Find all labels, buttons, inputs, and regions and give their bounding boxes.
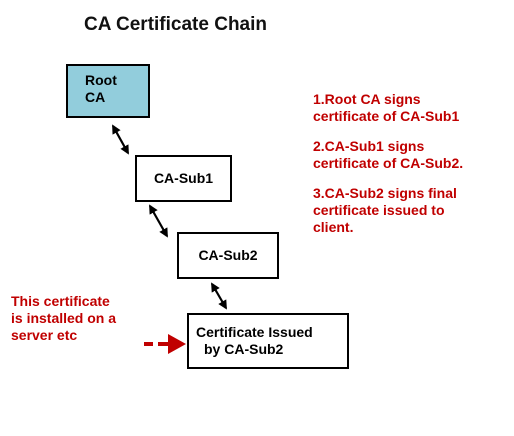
installation-note: This certificate is installed on a serve… [11, 293, 116, 344]
issued-certificate-node: Certificate Issued by CA-Sub2 [187, 313, 349, 369]
ca-sub2-node: CA-Sub2 [177, 232, 279, 279]
installation-note-line-2: is installed on a [11, 310, 117, 326]
step-3-line-3: client. [313, 219, 354, 235]
root-ca-node: Root CA [66, 64, 150, 118]
sub1-to-sub2-double-arrow [149, 204, 168, 238]
root-ca-label-line-2: CA [85, 89, 106, 105]
ca-sub1-label: CA-Sub1 [153, 170, 214, 186]
ca-sub2-label: CA-Sub2 [198, 247, 258, 263]
root-to-sub1-double-arrow [112, 124, 129, 155]
step-1-line-2: certificate of CA-Sub1 [313, 108, 460, 124]
issued-certificate-label-line-1: Certificate Issued [196, 324, 313, 340]
installation-note-line-1: This certificate [11, 293, 110, 309]
step-2-line-2: certificate of CA-Sub2. [313, 155, 464, 171]
sub2-to-issued-double-arrow [211, 282, 227, 310]
ca-sub1-node: CA-Sub1 [135, 155, 232, 202]
step-3: 3.CA-Sub2 signs final certificate issued… [313, 185, 463, 236]
step-3-line-1: 3.CA-Sub2 signs final [313, 185, 457, 201]
diagram-title: CA Certificate Chain [84, 14, 267, 35]
pointer-arrow [144, 334, 186, 354]
installation-note-line-3: server etc [11, 327, 78, 343]
signing-steps: 1.Root CA signs certificate of CA-Sub1 2… [313, 91, 463, 249]
step-1-line-1: 1.Root CA signs [313, 91, 421, 107]
step-1: 1.Root CA signs certificate of CA-Sub1 [313, 91, 463, 125]
issued-certificate-label-line-2: by CA-Sub2 [204, 341, 284, 357]
step-3-line-2: certificate issued to [313, 202, 445, 218]
root-ca-label-line-1: Root [85, 72, 117, 88]
step-2-line-1: 2.CA-Sub1 signs [313, 138, 425, 154]
step-2: 2.CA-Sub1 signs certificate of CA-Sub2. [313, 138, 463, 172]
